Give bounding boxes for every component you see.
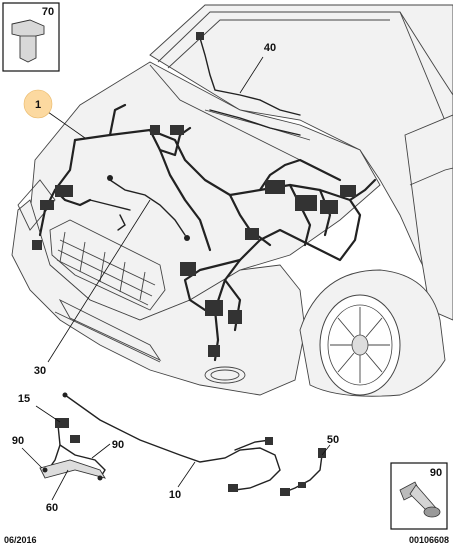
inset-box-70 bbox=[2, 2, 60, 72]
bracket-60 bbox=[39, 418, 106, 481]
callout-60: 60 bbox=[46, 502, 58, 514]
callout-15: 15 bbox=[18, 393, 30, 405]
callout-90-box: 90 bbox=[430, 467, 442, 479]
callout-30: 30 bbox=[34, 365, 46, 377]
footer-code: 00106608 bbox=[409, 535, 449, 545]
cable-10 bbox=[62, 392, 281, 492]
callout-90-left: 90 bbox=[12, 435, 24, 447]
callout-10: 10 bbox=[169, 489, 181, 501]
washer-harness-40 bbox=[196, 32, 301, 136]
callout-50: 50 bbox=[327, 434, 339, 446]
car-body bbox=[11, 4, 453, 397]
footer-date: 06/2016 bbox=[4, 535, 37, 545]
callout-90-mid: 90 bbox=[112, 439, 124, 451]
callout-1: 1 bbox=[35, 99, 41, 111]
front-harness-30 bbox=[107, 175, 190, 241]
callout-40: 40 bbox=[264, 42, 276, 54]
callout-1-highlight bbox=[23, 89, 53, 119]
main-wiring-harness bbox=[32, 103, 377, 362]
leader-lines bbox=[21, 56, 331, 501]
inset-box-90 bbox=[390, 462, 448, 530]
callout-70: 70 bbox=[42, 6, 54, 18]
cable-50 bbox=[280, 448, 326, 496]
